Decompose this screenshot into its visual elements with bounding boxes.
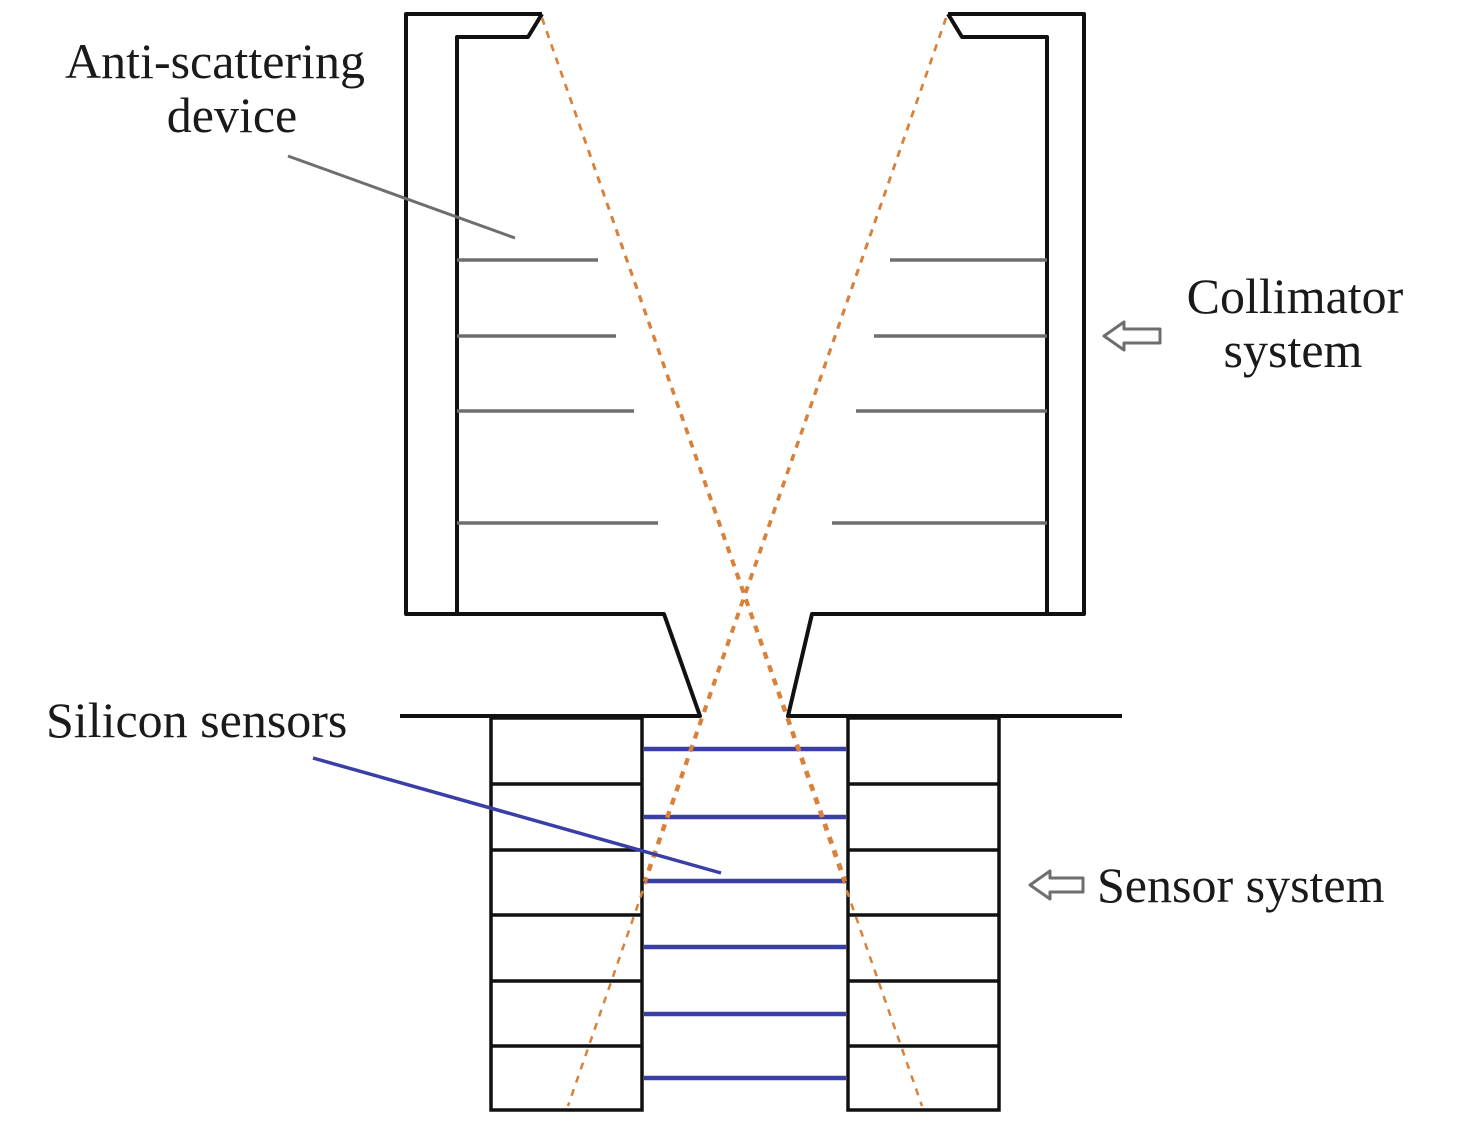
baffles — [457, 258, 1047, 525]
collimator-label-line2: system — [1224, 322, 1363, 378]
sensor-system-label: Sensor system — [1097, 857, 1385, 913]
anti-scattering-leader — [287, 154, 516, 240]
silicon-sensors-leader — [312, 756, 722, 875]
collimator-arrow-icon — [1102, 320, 1162, 352]
collimator-housing — [400, 12, 1122, 718]
ray-paths — [540, 17, 948, 1107]
sensor-housing — [489, 716, 1001, 1112]
silicon-sensor-layers — [644, 746, 846, 1081]
silicon-sensors-label: Silicon sensors — [46, 692, 347, 748]
collimator-right-inner — [946, 12, 1049, 614]
anti-scattering-label-line1: Anti-scattering — [65, 33, 365, 89]
collimator-left-inner — [455, 12, 544, 614]
collimator-label-line1: Collimator — [1187, 268, 1404, 324]
ray-left-outer — [540, 17, 924, 1107]
sensor-arrow-icon — [1028, 869, 1085, 901]
collimator-right-wall — [786, 12, 1122, 718]
collimator-left-wall — [400, 12, 702, 718]
ray-left-inner — [540, 17, 848, 882]
ray-right-inner — [642, 17, 948, 882]
ray-right-outer — [566, 17, 948, 1107]
anti-scattering-label-line2: device — [167, 87, 297, 143]
